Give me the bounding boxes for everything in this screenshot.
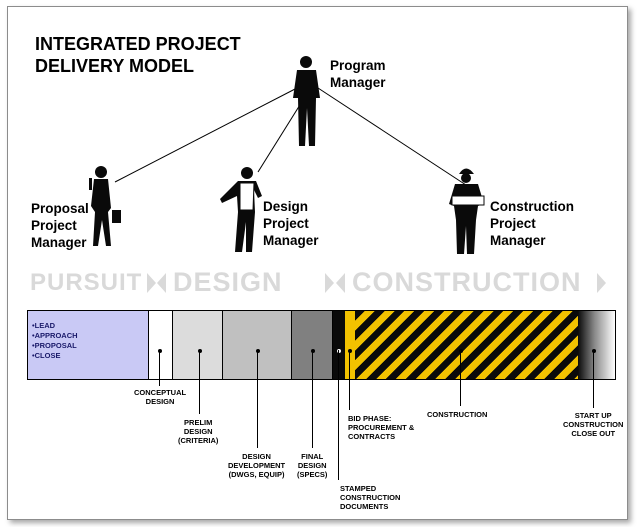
- role-line: Manager: [330, 75, 386, 90]
- marker-dot: [311, 349, 315, 353]
- role-line: Project: [31, 218, 77, 233]
- segment-stamped: [333, 311, 345, 379]
- leader-line: [349, 350, 350, 410]
- segment-prelim: [173, 311, 223, 379]
- bullet-item: •APPROACH: [32, 331, 78, 340]
- stage-line: CONSTRUCTION: [340, 493, 401, 502]
- leader-line: [199, 350, 200, 414]
- stage-prelim-label: PRELIM DESIGN (CRITERIA): [178, 418, 218, 445]
- stage-line: CLOSE OUT: [571, 429, 616, 438]
- pursuit-bullets: •LEAD •APPROACH •PROPOSAL •CLOSE: [32, 321, 78, 361]
- role-line: Manager: [31, 235, 87, 250]
- phase-design: DESIGN: [173, 267, 283, 297]
- arrow-left-icon: [157, 273, 166, 293]
- segment-construction: [355, 311, 578, 379]
- marker-dot: [158, 349, 162, 353]
- proposal-manager-figure-icon: [89, 166, 121, 246]
- page-title: INTEGRATED PROJECT DELIVERY MODEL: [35, 33, 241, 77]
- stage-conceptual-label: CONCEPTUAL DESIGN: [134, 388, 186, 406]
- design-manager-figure-icon: [220, 167, 262, 252]
- stage-startup-label: START UP CONSTRUCTION CLOSE OUT: [563, 411, 623, 438]
- leader-line: [159, 350, 160, 386]
- arrow-right-icon: [325, 273, 334, 293]
- stage-line: BID PHASE:: [348, 414, 392, 423]
- stage-line: FINAL: [301, 452, 324, 461]
- timeline-bar: •LEAD •APPROACH •PROPOSAL •CLOSE: [27, 310, 616, 380]
- bullet-item: •CLOSE: [32, 351, 61, 360]
- stage-bid-label: BID PHASE: PROCUREMENT & CONTRACTS: [348, 414, 414, 441]
- stage-line: START UP: [574, 411, 612, 420]
- marker-dot: [198, 349, 202, 353]
- program-manager-figure-icon: [293, 56, 320, 146]
- role-line: Project: [263, 216, 309, 231]
- stage-line: DESIGN: [145, 397, 175, 406]
- stage-line: CONCEPTUAL: [134, 388, 187, 397]
- construction-manager-figure-icon: [449, 168, 485, 254]
- leader-line: [257, 350, 258, 448]
- construction-manager-label: Construction Project Manager: [490, 198, 574, 249]
- connector-proposal: [114, 87, 298, 183]
- segment-bid: [345, 311, 355, 379]
- program-manager-label: Program Manager: [330, 57, 386, 91]
- bullet-item: •PROPOSAL: [32, 341, 77, 350]
- arrow-left-icon: [336, 273, 345, 293]
- leader-line: [593, 350, 594, 408]
- proposal-manager-label: Proposal Project Manager: [31, 200, 89, 251]
- role-line: Manager: [263, 233, 319, 248]
- stage-line: DEVELOPMENT: [228, 461, 286, 470]
- leader-line: [460, 350, 461, 406]
- phase-pursuit: PURSUIT: [30, 269, 143, 296]
- stage-line: CONSTRUCTION: [427, 410, 488, 419]
- marker-dot: [256, 349, 260, 353]
- role-line: Design: [263, 199, 309, 214]
- role-line: Construction: [490, 199, 574, 214]
- stage-line: DESIGN: [183, 427, 213, 436]
- role-line: Project: [490, 216, 536, 231]
- stage-line: DESIGN: [242, 452, 271, 461]
- stage-stamped-label: STAMPED CONSTRUCTION DOCUMENTS: [340, 484, 400, 511]
- role-line: Proposal: [31, 201, 89, 216]
- stage-line: (DWGS, EQUIP): [228, 470, 285, 479]
- bullet-item: •LEAD: [32, 321, 56, 330]
- title-line-1: INTEGRATED PROJECT: [35, 34, 241, 54]
- marker-dot: [459, 349, 463, 353]
- stage-line: DESIGN: [297, 461, 327, 470]
- role-line: Program: [330, 58, 386, 73]
- segment-conceptual: [149, 311, 173, 379]
- marker-dot: [592, 349, 596, 353]
- stage-line: DOCUMENTS: [340, 502, 389, 511]
- arrow-right-icon: [597, 273, 606, 293]
- leader-line: [312, 350, 313, 448]
- phase-construction: CONSTRUCTION: [352, 267, 582, 297]
- segment-pursuit: •LEAD •APPROACH •PROPOSAL •CLOSE: [28, 311, 149, 379]
- stage-line: PROCUREMENT &: [348, 423, 415, 432]
- stage-line: CONTRACTS: [348, 432, 396, 441]
- stage-construction-label: CONSTRUCTION: [427, 410, 487, 419]
- connector-construction: [317, 87, 467, 186]
- design-manager-label: Design Project Manager: [263, 198, 319, 249]
- connector-design: [257, 99, 304, 173]
- leader-line: [338, 350, 339, 480]
- segment-startup: [578, 311, 615, 379]
- arrow-right-icon: [147, 273, 156, 293]
- stage-line: PRELIM: [184, 418, 213, 427]
- stage-line: CONSTRUCTION: [563, 420, 624, 429]
- stage-final-design-label: FINAL DESIGN (SPECS): [297, 452, 327, 479]
- stage-line: STAMPED: [340, 484, 377, 493]
- title-line-2: DELIVERY MODEL: [35, 56, 195, 76]
- role-line: Manager: [490, 233, 546, 248]
- stage-design-development-label: DESIGN DEVELOPMENT (DWGS, EQUIP): [228, 452, 285, 479]
- stage-line: (SPECS): [297, 470, 328, 479]
- marker-dot: [348, 349, 352, 353]
- marker-dot: [337, 349, 341, 353]
- stage-line: (CRITERIA): [178, 436, 219, 445]
